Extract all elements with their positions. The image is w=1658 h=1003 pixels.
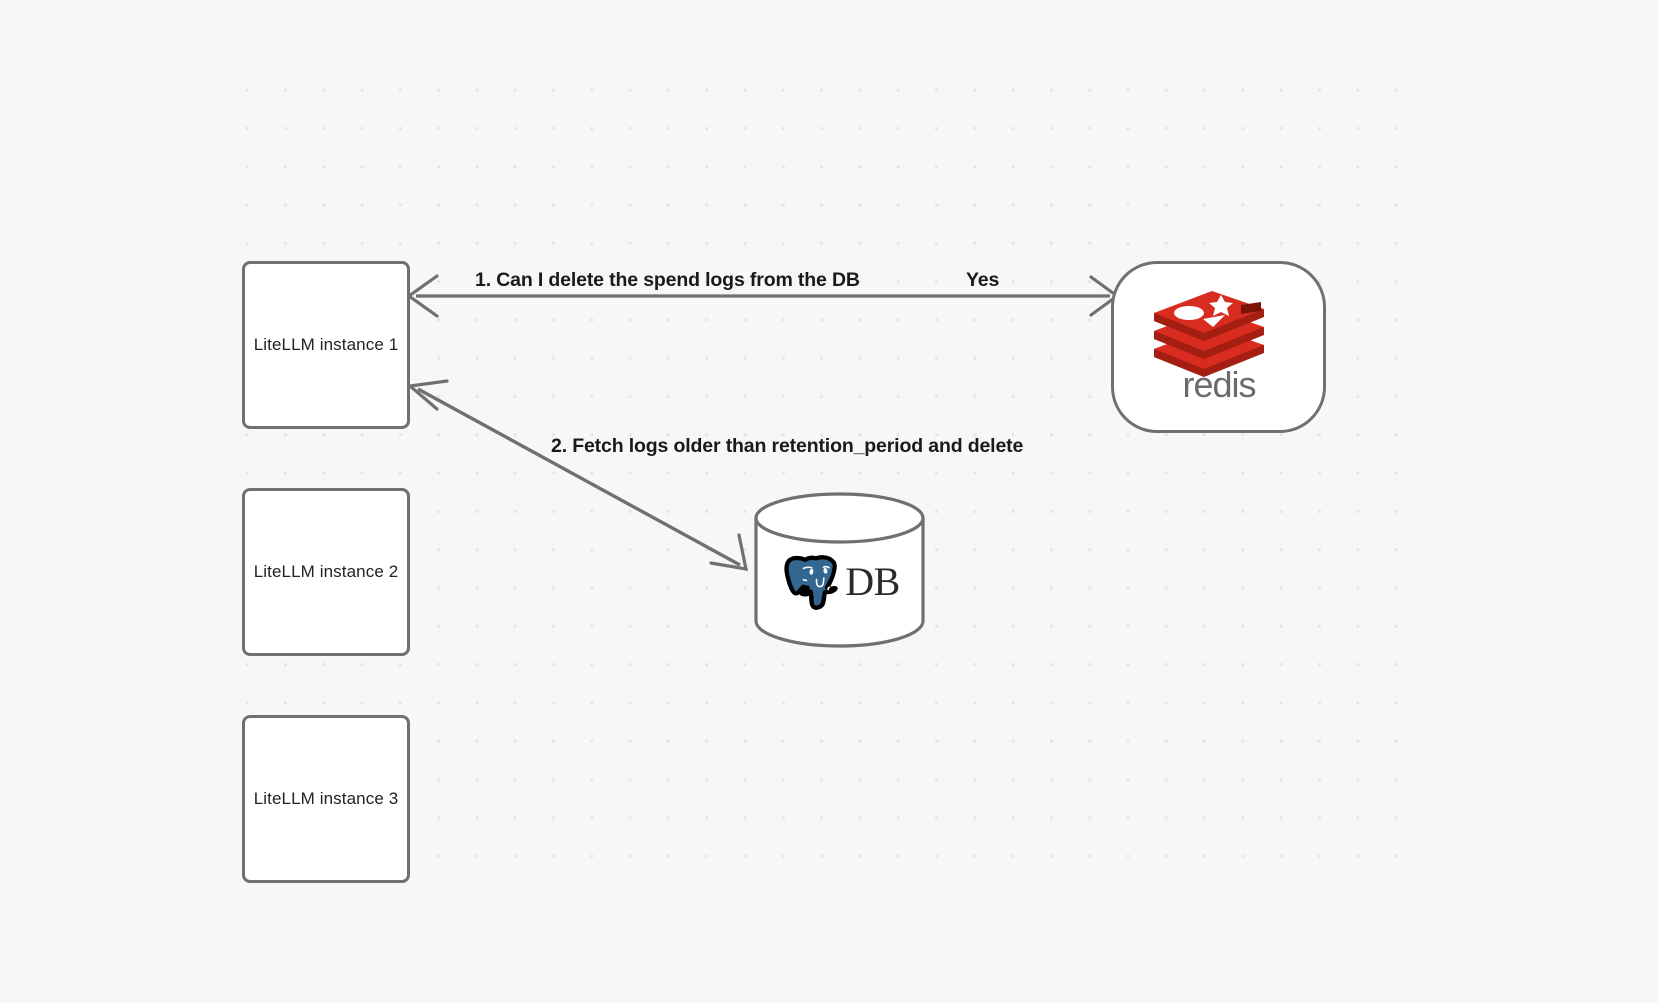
db-label: DB xyxy=(845,559,900,604)
svg-text:redis: redis xyxy=(1182,364,1255,403)
edge-litellm1-database xyxy=(406,379,749,571)
node-label: LiteLLM instance 3 xyxy=(253,789,399,808)
edge-label-step-1-answer: Yes xyxy=(966,269,1000,291)
node-litellm-instance-2[interactable]: LiteLLM instance 2 xyxy=(242,488,410,656)
postgresql-elephant-icon xyxy=(784,555,838,610)
cylinder-shape xyxy=(753,491,926,648)
arrowhead-upleft xyxy=(406,379,449,411)
node-redis[interactable]: redis xyxy=(1111,261,1326,433)
node-label: LiteLLM instance 2 xyxy=(253,562,399,581)
edge-label-step-1: 1. Can I delete the spend logs from the … xyxy=(475,269,860,291)
node-label: LiteLLM instance 1 xyxy=(253,335,399,354)
node-litellm-instance-3[interactable]: LiteLLM instance 3 xyxy=(242,715,410,883)
arrowhead-downright xyxy=(709,533,749,571)
edge-label-step-2: 2. Fetch logs older than retention_perio… xyxy=(551,435,1024,457)
node-litellm-instance-1[interactable]: LiteLLM instance 1 xyxy=(242,261,410,429)
node-database[interactable]: DB xyxy=(753,491,926,648)
redis-logo-icon: redis xyxy=(1153,291,1264,403)
